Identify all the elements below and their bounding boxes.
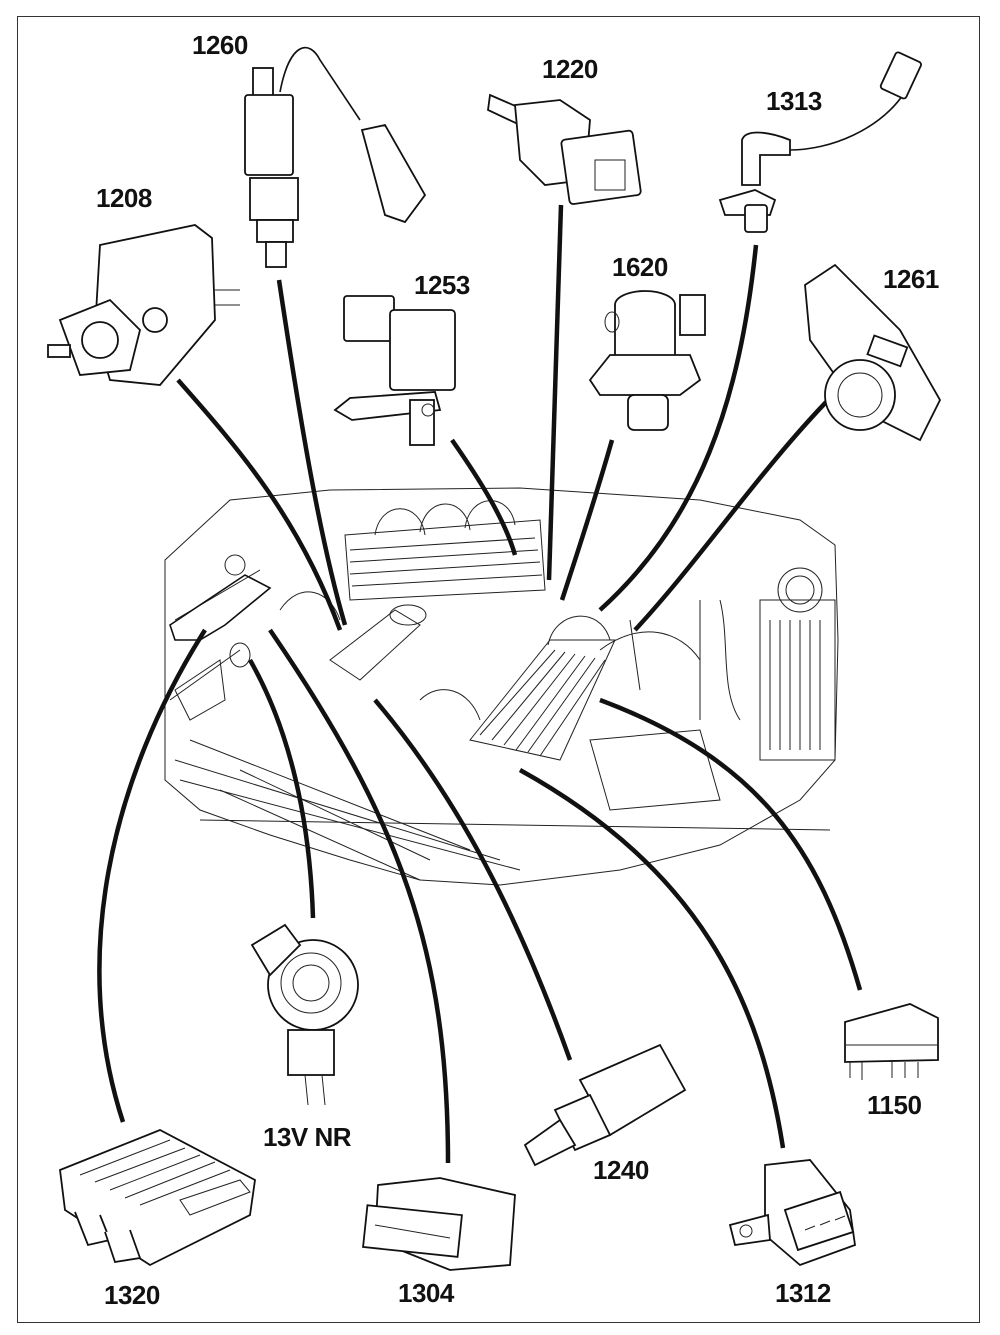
leader-13VNR	[248, 658, 316, 919]
label-1313: 1313	[766, 86, 822, 116]
component-1240-air-temperature-sensor[interactable]	[523, 1043, 687, 1167]
label-1261: 1261	[883, 264, 939, 294]
leader-1253	[450, 438, 518, 556]
component-1260-injector[interactable]	[244, 46, 427, 268]
label-1312: 1312	[775, 1278, 831, 1308]
component-1208-injection-pump[interactable]	[47, 224, 240, 386]
leader-1220	[546, 204, 564, 581]
label-1620: 1620	[612, 252, 668, 282]
leader-1240	[373, 698, 573, 1061]
leader-1312	[518, 768, 786, 1149]
leader-1208	[176, 378, 343, 631]
leader-1313	[598, 244, 759, 612]
leader-1150	[599, 697, 863, 991]
label-1260: 1260	[192, 30, 248, 60]
diagram-frame	[17, 16, 980, 1323]
label-1208: 1208	[96, 183, 152, 213]
component-1261-pedal-position-sensor[interactable]	[804, 263, 942, 442]
component-1304-relay[interactable]	[362, 1177, 516, 1271]
component-1150-preheat-unit[interactable]	[844, 1003, 939, 1080]
label-1220: 1220	[542, 54, 598, 84]
leader-1261	[633, 396, 832, 632]
component-1313-engine-speed-sensor[interactable]	[718, 51, 922, 233]
label-1304: 1304	[398, 1278, 454, 1308]
component-13vnr-diagnostic-connector[interactable]	[250, 923, 359, 1106]
label-1150: 1150	[867, 1090, 922, 1120]
leader-1320	[97, 628, 207, 1123]
component-1220-temperature-sensor[interactable]	[487, 93, 642, 205]
leader-1260	[276, 279, 348, 626]
component-1253-solenoid-valve[interactable]	[333, 295, 456, 446]
component-1312-pressure-sensor[interactable]	[728, 1159, 856, 1267]
label-1240: 1240	[593, 1155, 649, 1185]
label-13vnr: 13V NR	[263, 1122, 352, 1152]
label-1253: 1253	[414, 270, 470, 300]
leader-lines	[97, 204, 863, 1164]
component-1320-ecu[interactable]	[59, 1129, 256, 1267]
leader-1620	[559, 439, 615, 601]
label-1320: 1320	[104, 1280, 160, 1310]
component-1620-speed-sensor[interactable]	[588, 290, 706, 431]
engine-bay-illustration	[164, 487, 839, 886]
leader-1304	[268, 628, 451, 1164]
